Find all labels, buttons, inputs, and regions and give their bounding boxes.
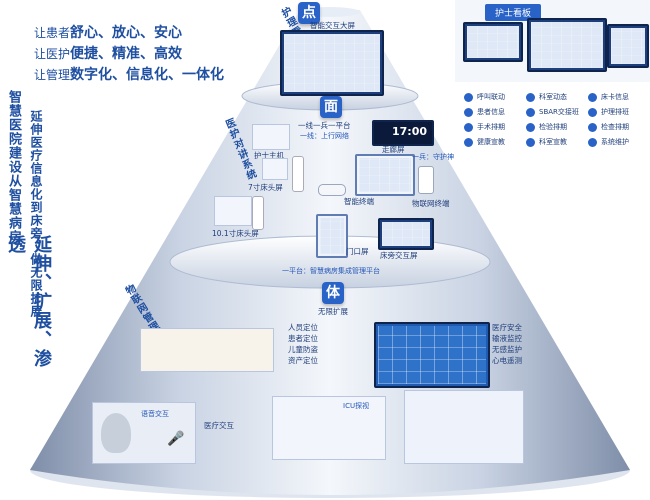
nurse-host-label: 护士主机 (254, 151, 284, 160)
surgery-icon (464, 122, 473, 132)
feature-item: 手术排期 (464, 122, 505, 132)
face-icon (101, 413, 131, 453)
smart-screen-label: 智能交互大屏 (310, 21, 355, 30)
lab-icon (526, 122, 535, 132)
feature-item: 系统维护 (588, 137, 629, 147)
locate-item: 儿童防盗 (288, 345, 318, 354)
line-one-label: 一线：上行网络 (300, 132, 349, 140)
bed-7-label: 7寸床头屏 (248, 183, 283, 192)
guardian-screen (355, 154, 415, 196)
floor-plan-map (140, 328, 274, 372)
nurse-board-features: 呼叫联动 科室动态 床卡信息 患者信息 SBAR交接班 护理排班 手术排期 检验… (460, 90, 645, 152)
iot-device (418, 166, 434, 194)
corridor-screen: 17:00 (372, 120, 434, 146)
nurse-host-device (252, 124, 290, 150)
dept-education-icon (526, 137, 535, 147)
vertical-title-extend: 延伸医疗信息化到床旁，做无限扩展 (29, 110, 43, 318)
sbar-icon (526, 107, 535, 117)
feature-item: 护理排班 (588, 107, 629, 117)
nurse-board-title: 护士看板 (485, 4, 542, 21)
feature-item: 检查排期 (588, 122, 629, 132)
vertical-title-emph: 延伸、扩展、渗透 (5, 235, 52, 368)
schedule-icon (588, 107, 597, 117)
bed-10-label: 10.1寸床头屏 (212, 229, 259, 238)
icu-visit-panel: ICU探视 (272, 396, 386, 460)
nurse-board-screen-1 (463, 22, 523, 62)
smart-terminal-device (318, 184, 346, 196)
feature-item: 床卡信息 (588, 92, 629, 102)
slogan-management: 让管理数字化、信息化、一体化 (34, 67, 225, 83)
locate-item: 资产定位 (288, 356, 318, 365)
bed-card-icon (588, 92, 597, 102)
door-screen (316, 214, 348, 258)
nurse-board-screen-3 (607, 24, 649, 68)
bed-screen-10 (214, 196, 252, 226)
badge-body: 体 (322, 282, 344, 304)
expand-label: 无限扩展 (318, 307, 348, 316)
slogan-patient: 让患者舒心、放心、安心 (34, 25, 183, 41)
medical-interaction-label: 医疗交互 (204, 421, 234, 430)
locate-item: 人员定位 (288, 323, 318, 332)
safety-monitor-screen (374, 322, 490, 388)
education-icon (464, 137, 473, 147)
locate-list: 人员定位 患者定位 儿童防盗 资产定位 (288, 322, 318, 366)
corridor-clock: 17:00 (392, 125, 428, 138)
nurse-board-screen-2 (527, 18, 607, 72)
handset-device-2 (252, 196, 264, 230)
feature-item: 科室宣教 (526, 137, 567, 147)
voice-label: 语音交互 (141, 410, 169, 418)
safety-item: 输液监控 (492, 334, 522, 343)
call-icon (464, 92, 473, 102)
feature-item: 检验排期 (526, 122, 567, 132)
slogan-nursing: 让医护便捷、精准、高效 (34, 46, 183, 62)
feature-item: 科室动态 (526, 92, 567, 102)
exam-icon (588, 122, 597, 132)
iot-terminal-label: 物联网终端 (412, 199, 450, 208)
icu-label: ICU探视 (343, 402, 370, 410)
smart-terminal-label: 智能终端 (344, 197, 374, 206)
safety-list: 医疗安全 输液监控 无感监护 心电遥测 (492, 322, 522, 366)
patient-icon (464, 107, 473, 117)
door-label: 门口屏 (346, 247, 369, 256)
smart-interactive-screen (280, 30, 384, 96)
safety-item: 医疗安全 (492, 323, 522, 332)
feature-item: 呼叫联动 (464, 92, 505, 102)
line-two-label: 一兵：守护神 (412, 153, 454, 161)
bed-card-grid (404, 390, 524, 464)
bedside-interactive-screen (378, 218, 434, 250)
locate-item: 患者定位 (288, 334, 318, 343)
safety-item: 心电遥测 (492, 356, 522, 365)
voice-interaction-panel: 语音交互 🎤 (92, 402, 196, 464)
handset-device (292, 156, 304, 192)
badge-point: 点 (298, 2, 320, 24)
microphone-icon: 🎤 (167, 431, 185, 447)
feature-item: SBAR交接班 (526, 107, 579, 117)
corridor-label: 走廊屏 (382, 145, 405, 154)
dept-icon (526, 92, 535, 102)
vertical-title-main: 智慧医院建设从智慧病房 (6, 90, 21, 244)
bed-screen-7 (262, 158, 288, 180)
badge-face: 面 (320, 96, 342, 118)
line-three-label: 一平台：智慧病房集成管理平台 (282, 267, 380, 275)
safety-item: 无感监护 (492, 345, 522, 354)
bedside-interactive-label: 床旁交互屏 (380, 251, 418, 260)
maintenance-icon (588, 137, 597, 147)
mid-heading: 一线一兵一平台 (298, 121, 351, 130)
nurse-board-preview: 护士看板 (455, 0, 650, 82)
feature-item: 健康宣教 (464, 137, 505, 147)
feature-item: 患者信息 (464, 107, 505, 117)
